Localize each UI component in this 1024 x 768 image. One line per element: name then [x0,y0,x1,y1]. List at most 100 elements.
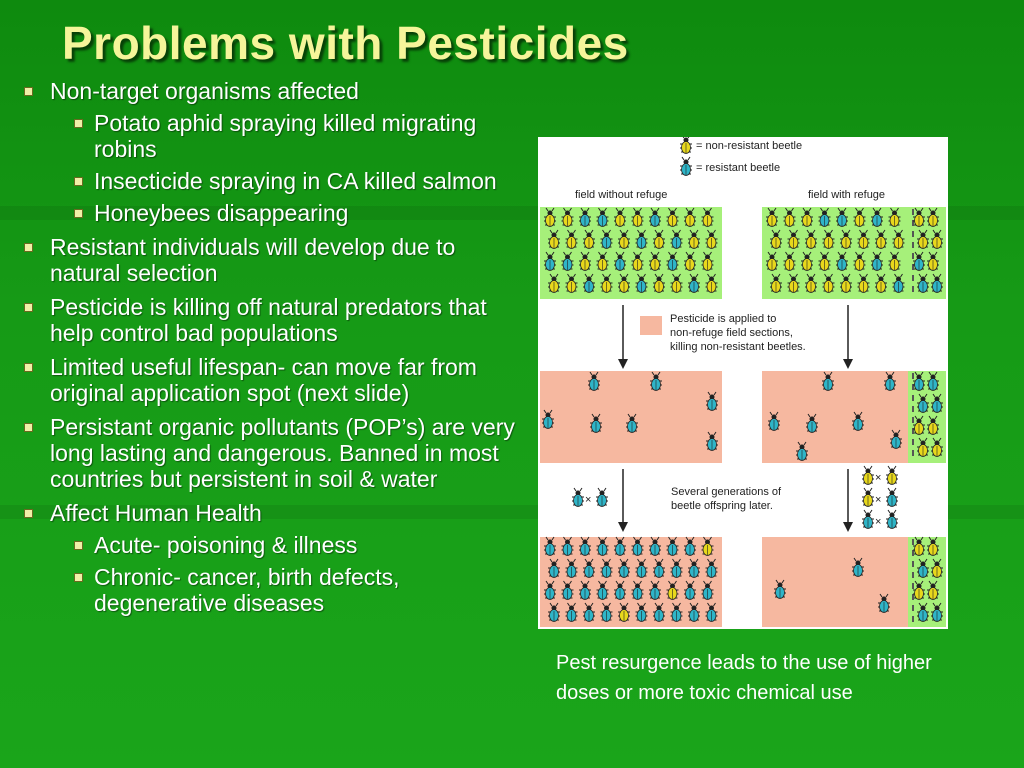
beetle-resistant-icon [635,229,648,249]
beetle-nonresistant-icon [631,251,644,271]
beetle-resistant-icon [931,273,943,293]
legend-beetle-icons [680,137,692,176]
beetle-resistant-icon [931,602,943,622]
beetle-resistant-icon [561,536,574,556]
bullet-text: Affect Human Health [50,500,262,526]
beetle-resistant-icon [590,413,602,433]
note-pesticide-line3: killing non-resistant beetles. [670,341,806,353]
beetle-resistant-icon [768,411,780,431]
beetle-resistant-icon [684,580,696,600]
beetle-nonresistant-icon [701,536,714,556]
beetle-resistant-icon [890,429,902,449]
beetle-nonresistant-icon [853,251,866,271]
bullet-square-icon [74,209,83,218]
beetle-nonresistant-icon [862,487,874,507]
beetle-resistant-icon [886,487,898,507]
bullet-square-icon [24,87,33,96]
beetle-resistant-icon [548,558,560,578]
arrowhead-icon [618,522,628,532]
beetle-nonresistant-icon [917,437,929,457]
beetle-nonresistant-icon [565,273,578,293]
beetle-resistant-icon [561,251,574,271]
beetle-nonresistant-icon [670,273,683,293]
beetle-resistant-icon [544,580,556,600]
beetle-nonresistant-icon [931,229,943,249]
beetle-resistant-icon [583,273,595,293]
beetle-nonresistant-icon [787,273,800,293]
beetle-nonresistant-icon [565,229,578,249]
beetle-nonresistant-icon [801,207,813,227]
beetle-resistant-icon [670,229,683,249]
beetle-nonresistant-icon [927,536,939,556]
bullet-text: Chronic- cancer, birth defects, degenera… [94,564,400,616]
sub-bullet-item: Chronic- cancer, birth defects, degenera… [10,564,530,616]
slide-title: Problems with Pesticides [62,17,629,69]
beetle-nonresistant-icon [805,273,817,293]
beetle-resistant-icon [600,602,613,622]
field-with-refuge-later [762,537,908,627]
beetle-nonresistant-icon [822,273,835,293]
beetle-nonresistant-icon [548,273,560,293]
beetle-resistant-icon [822,371,834,391]
bullet-square-icon [24,303,33,312]
arrowhead-icon [843,359,853,369]
bullet-item: Affect Human Health [10,500,530,526]
note-pesticide-line2: non-refuge field sections, [670,327,793,339]
beetle-resistant-icon [852,411,864,431]
beetle-nonresistant-icon [618,229,630,249]
beetle-nonresistant-icon [787,229,800,249]
beetle-resistant-icon [544,251,556,271]
beetle-resistant-icon [565,602,578,622]
beetle-nonresistant-icon [913,536,925,556]
bullet-square-icon [74,541,83,550]
bullet-text: Potato aphid spraying killed migrating r… [94,110,477,162]
beetle-resistant-icon [871,207,883,227]
beetle-nonresistant-icon [579,251,591,271]
beetle-population [542,207,943,622]
beetle-nonresistant-icon [931,437,943,457]
legend-nonresistant-label: = non-resistant beetle [696,140,802,152]
beetle-nonresistant-icon [927,580,939,600]
beetle-resistant-icon [706,431,718,451]
beetle-resistant-icon [684,536,696,556]
beetle-resistant-icon [871,251,883,271]
beetle-nonresistant-icon [548,229,560,249]
beetle-resistant-icon [588,371,600,391]
beetle-resistant-icon [917,602,929,622]
beetle-nonresistant-icon [875,273,887,293]
bullet-square-icon [24,363,33,372]
legend-resistant-label: = resistant beetle [696,162,780,174]
sub-bullet-item: Acute- poisoning & illness [10,532,530,558]
beetle-resistant-icon [635,602,648,622]
sub-bullet-item: Insecticide spraying in CA killed salmon [10,168,530,194]
bullet-text: Persistant organic pollutants (POP’s) ar… [50,414,515,492]
beetle-resistant-icon [600,229,613,249]
beetle-nonresistant-icon [857,229,870,249]
beetle-resistant-icon [614,251,626,271]
bullet-list: Non-target organisms affected Potato aph… [10,78,530,616]
beetle-nonresistant-icon [853,207,866,227]
bullet-text: Acute- poisoning & illness [94,532,358,558]
beetle-resistant-icon [583,602,595,622]
label-field-with-refuge: field with refuge [808,189,885,201]
bullet-item: Resistant individuals will develop due t… [10,234,530,286]
beetle-nonresistant-icon [927,251,939,271]
beetle-resistant-icon [666,251,679,271]
beetle-nonresistant-icon [653,273,665,293]
beetle-resistant-icon [544,536,556,556]
beetle-nonresistant-icon [705,229,718,249]
beetle-resistant-icon [913,251,925,271]
beetle-resistant-icon [836,207,848,227]
beetle-nonresistant-icon [631,207,644,227]
beetle-resistant-icon [650,371,662,391]
beetle-resistant-icon [705,558,718,578]
beetle-resistant-icon [583,558,595,578]
beetle-resistant-icon [596,580,609,600]
beetle-resistant-icon [878,593,890,613]
beetle-resistant-icon [818,207,831,227]
beetle-nonresistant-icon [927,207,939,227]
beetle-nonresistant-icon [653,229,665,249]
beetle-resistant-icon [649,536,661,556]
beetle-resistant-icon [774,579,786,599]
beetle-nonresistant-icon [931,558,943,578]
